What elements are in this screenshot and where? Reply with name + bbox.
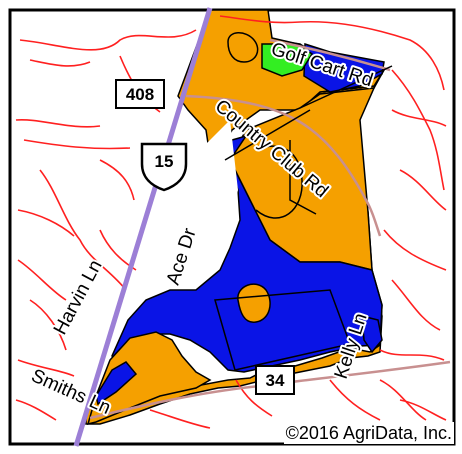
soil-unit-blue-right <box>361 315 383 354</box>
shield-label-34: 34 <box>266 371 285 390</box>
road-line <box>17 209 75 237</box>
road-network <box>15 15 447 429</box>
road-line <box>17 359 75 377</box>
road-line <box>17 259 67 301</box>
road-line <box>219 15 445 91</box>
road-line <box>235 379 273 417</box>
road-line <box>23 139 131 150</box>
field-boundary <box>289 140 317 215</box>
road-line <box>149 409 211 429</box>
divider-line <box>224 109 311 161</box>
cleared-area <box>150 120 238 290</box>
road-line <box>379 379 427 421</box>
soil-unit-orange-lower <box>86 331 212 426</box>
highway-us-15 <box>73 7 213 447</box>
soil-unit-orange-island <box>237 283 271 323</box>
soil-unit-green <box>261 43 314 77</box>
road-line <box>99 159 135 201</box>
us-highway-shield-15: 15 <box>140 142 188 192</box>
road-country-club <box>185 94 382 237</box>
road-line <box>379 349 445 361</box>
road-line <box>15 118 101 128</box>
shield-label-408: 408 <box>126 85 154 104</box>
road-line <box>29 59 91 67</box>
field-boundary <box>255 145 303 219</box>
field-boundary <box>214 289 352 371</box>
copyright-notice: ©2016 AgriData, Inc. <box>283 422 454 444</box>
road-line <box>383 229 447 271</box>
soil-unit-blue-strip <box>95 361 138 406</box>
road-line <box>391 279 441 331</box>
road-line <box>329 379 381 421</box>
soil-unit-blue-top <box>303 42 385 93</box>
soil-unit-blue-mid <box>111 134 383 373</box>
road-line <box>29 299 67 351</box>
soil-unit-orange-blob <box>227 32 259 63</box>
road-line <box>391 69 445 191</box>
road-golf-cart <box>269 38 391 72</box>
road-line <box>391 109 447 127</box>
divider-line <box>299 65 393 109</box>
road-line <box>399 169 447 211</box>
route-shield-34: 34 <box>255 365 295 395</box>
route-shield-408: 408 <box>115 79 165 109</box>
road-line <box>399 399 447 421</box>
road-line <box>19 29 197 51</box>
shield-label-15: 15 <box>155 152 174 171</box>
road-line <box>15 399 57 421</box>
road-line <box>39 169 127 291</box>
